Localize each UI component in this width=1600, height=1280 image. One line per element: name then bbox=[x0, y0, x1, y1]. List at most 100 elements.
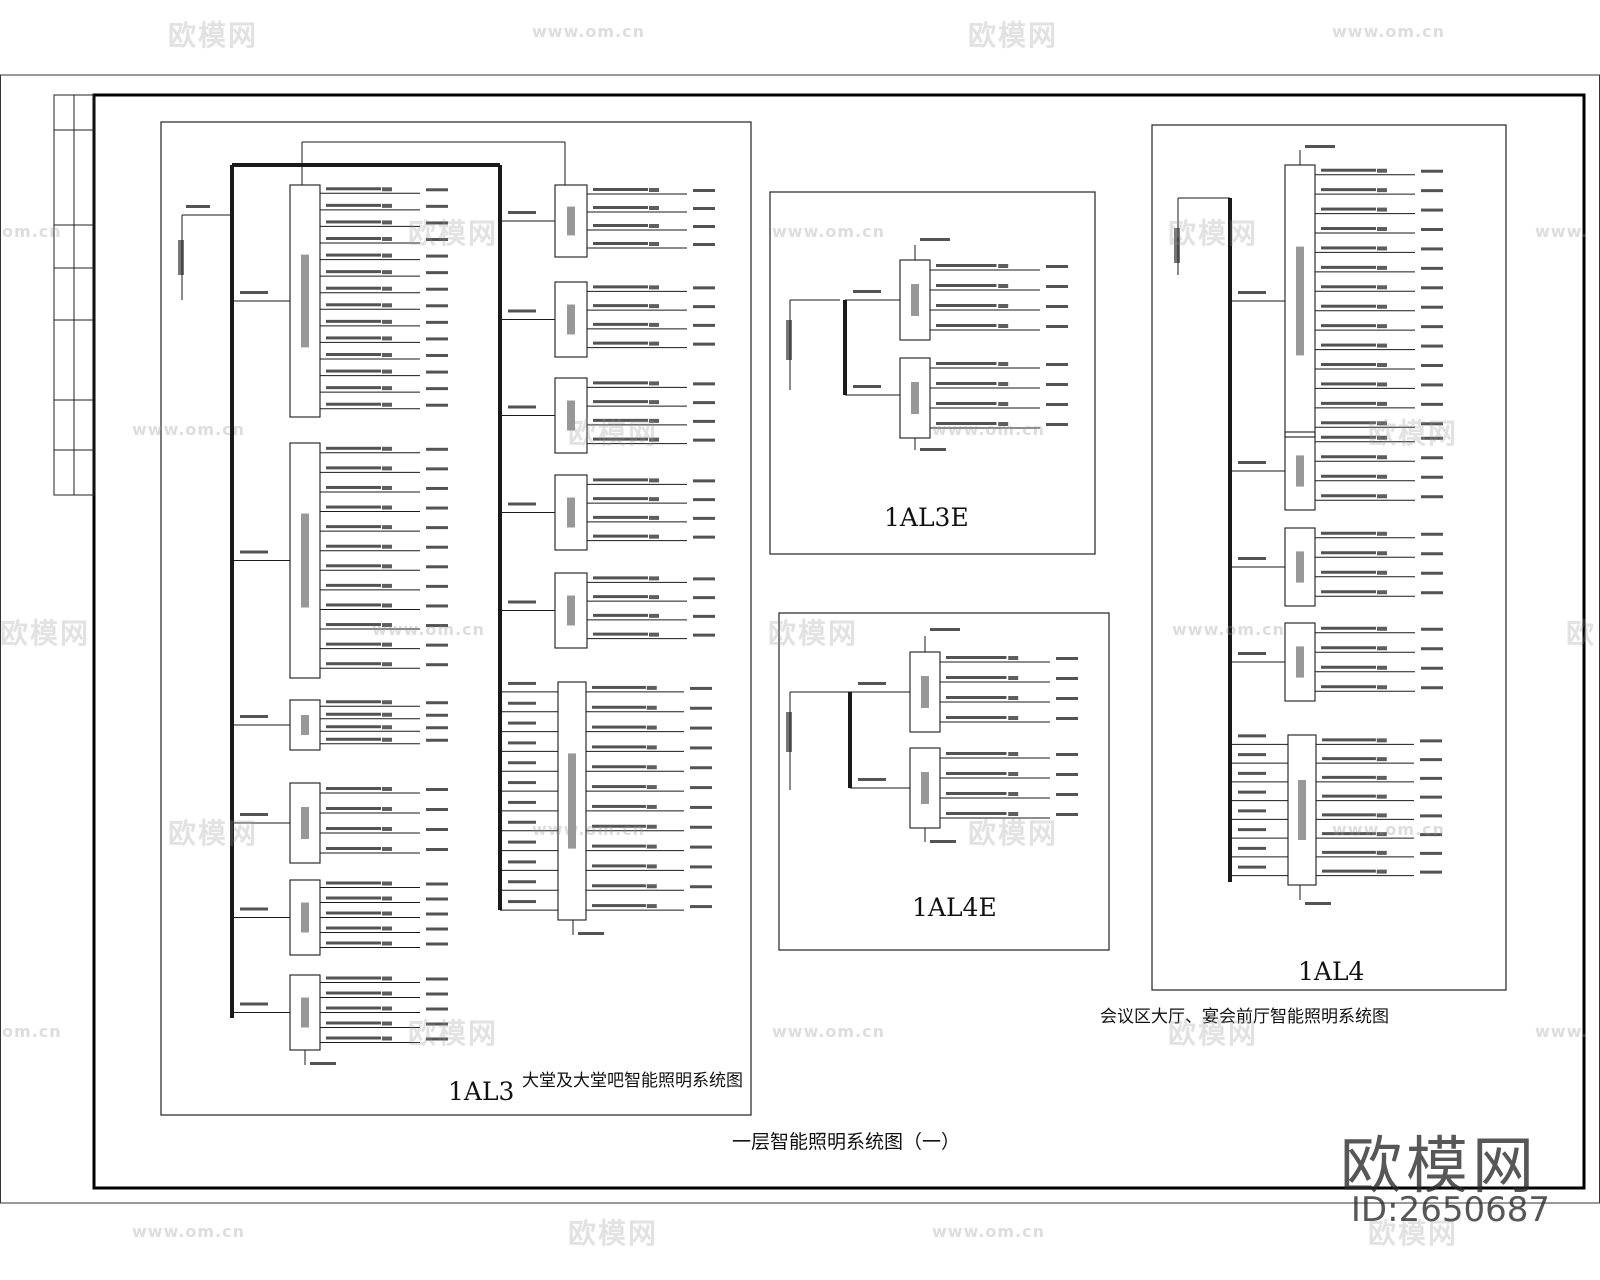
circuit-label-hatch bbox=[592, 785, 646, 789]
breaker-mark bbox=[649, 285, 659, 290]
load-label-hatch bbox=[426, 204, 448, 208]
load-label-hatch bbox=[693, 596, 715, 600]
circuit-label-hatch bbox=[326, 807, 381, 810]
feeder-label-hatch bbox=[508, 309, 536, 313]
circuit-label-hatch bbox=[592, 844, 646, 848]
breaker-mark bbox=[998, 422, 1009, 426]
load-label-hatch bbox=[1421, 627, 1443, 631]
load-label-hatch bbox=[693, 516, 715, 520]
breaker-mark bbox=[649, 188, 659, 192]
watermark-url: www.om.cn bbox=[532, 22, 646, 41]
load-label-hatch bbox=[1056, 657, 1078, 660]
breaker-mark bbox=[382, 583, 392, 588]
circuit-label-hatch bbox=[326, 1006, 381, 1010]
feeder-label-hatch bbox=[508, 721, 536, 725]
breaker-mark bbox=[649, 341, 659, 346]
load-label-hatch bbox=[693, 189, 715, 192]
circuit-label-hatch bbox=[593, 381, 648, 385]
module-label-hatch bbox=[1296, 246, 1304, 356]
breaker-mark bbox=[1008, 792, 1019, 796]
load-label-hatch bbox=[693, 382, 715, 386]
circuit-label-hatch bbox=[1322, 738, 1376, 742]
breaker-mark bbox=[649, 632, 659, 637]
load-label-hatch bbox=[693, 577, 715, 581]
circuit-label-hatch bbox=[326, 700, 381, 704]
load-label-hatch bbox=[1420, 739, 1442, 743]
controller-module bbox=[1284, 164, 1316, 438]
breaker-mark bbox=[649, 437, 659, 442]
load-label-hatch bbox=[1420, 833, 1442, 837]
feeder-label-hatch bbox=[1238, 652, 1266, 655]
load-label-hatch bbox=[1056, 813, 1078, 816]
feeder-label-hatch bbox=[508, 741, 536, 745]
breaker-mark bbox=[382, 976, 392, 981]
load-label-hatch bbox=[1421, 422, 1443, 426]
breaker-mark bbox=[646, 685, 657, 690]
circuit-label-hatch bbox=[946, 772, 1007, 775]
panel-label-1al4e: 1AL4E bbox=[912, 893, 997, 922]
panel-box-1al4e bbox=[778, 612, 1110, 951]
load-label-hatch bbox=[1420, 851, 1442, 855]
load-label-hatch bbox=[693, 633, 715, 637]
breaker-mark bbox=[1377, 382, 1387, 387]
load-label-hatch bbox=[426, 663, 448, 667]
circuit-label-hatch bbox=[593, 224, 648, 227]
circuit-label-hatch bbox=[593, 437, 648, 441]
breaker-mark bbox=[1377, 285, 1387, 290]
breaker-mark bbox=[382, 700, 392, 705]
breaker-mark bbox=[649, 322, 659, 327]
feeder-label-hatch bbox=[1238, 291, 1266, 294]
breaker-mark bbox=[1377, 246, 1387, 251]
watermark-url: www.om.cn bbox=[532, 820, 646, 839]
load-label-hatch bbox=[426, 221, 448, 225]
feeder-label-hatch bbox=[853, 385, 881, 388]
breaker-mark bbox=[1376, 850, 1387, 855]
feeder-label-hatch bbox=[508, 405, 536, 409]
circuit-label-hatch bbox=[1321, 551, 1376, 555]
circuit-label-hatch bbox=[1321, 324, 1376, 328]
feeder-label-hatch bbox=[240, 907, 268, 911]
panel-box-1al3 bbox=[160, 121, 752, 1116]
load-label-hatch bbox=[426, 848, 448, 851]
breaker-mark bbox=[646, 884, 657, 889]
watermark-brand: 欧模网 bbox=[408, 217, 499, 250]
load-label-hatch bbox=[693, 498, 715, 502]
circuit-label-hatch bbox=[936, 422, 997, 425]
watermark-brand: 欧模网 bbox=[1368, 417, 1459, 450]
breaker-mark bbox=[1377, 188, 1387, 193]
circuit-label-hatch bbox=[1322, 813, 1376, 817]
watermark-url: www.om.cn bbox=[772, 1022, 886, 1041]
load-label-hatch bbox=[1046, 305, 1068, 308]
inner-frame bbox=[92, 93, 1586, 1190]
feeder-label-hatch bbox=[508, 600, 536, 604]
controller-module bbox=[554, 474, 588, 551]
breaker-mark bbox=[646, 804, 657, 809]
circuit-label-hatch bbox=[326, 642, 381, 646]
load-label-hatch bbox=[426, 604, 448, 608]
module-label-hatch bbox=[1298, 780, 1306, 840]
controller-module bbox=[554, 572, 588, 649]
breaker-mark bbox=[382, 787, 392, 791]
circuit-label-hatch bbox=[326, 712, 381, 716]
breaker-mark bbox=[646, 904, 657, 909]
panel-caption-1al3: 大堂及大堂吧智能照明系统图 bbox=[522, 1071, 743, 1091]
watermark-url: www.om.cn bbox=[1172, 620, 1286, 639]
circuit-label-hatch bbox=[326, 485, 381, 489]
watermark-brand: 欧模网 bbox=[408, 1017, 499, 1050]
circuit-label-hatch bbox=[1321, 343, 1376, 347]
feeder-label-hatch bbox=[853, 290, 881, 293]
module-label-hatch bbox=[567, 595, 575, 626]
feeder-label-hatch bbox=[1238, 557, 1266, 560]
load-label-hatch bbox=[1056, 677, 1078, 680]
circuit-label-hatch bbox=[1321, 474, 1376, 478]
breaker-mark bbox=[382, 1036, 392, 1041]
load-label-hatch bbox=[1056, 717, 1078, 720]
load-label-hatch bbox=[693, 479, 715, 483]
breaker-mark bbox=[382, 564, 392, 569]
load-label-hatch bbox=[693, 305, 715, 309]
breaker-mark bbox=[382, 369, 392, 374]
load-label-hatch bbox=[1420, 814, 1442, 818]
feeder-label-hatch bbox=[858, 778, 886, 781]
breaker-mark bbox=[1377, 570, 1387, 575]
load-label-hatch bbox=[1046, 265, 1068, 268]
